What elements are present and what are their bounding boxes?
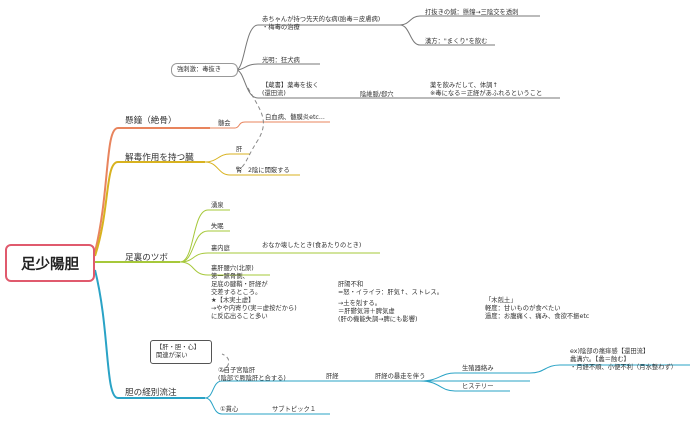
route-heart-text[interactable]: ①貫心: [220, 406, 239, 413]
liver-yang-line-5: (肝の機能失調→脾にも影響): [338, 316, 418, 323]
kanyo-line-3: 交差するところ。: [211, 289, 262, 296]
drug-toxin-text[interactable]: 【蔵書】薬毒を抜く (還田流): [262, 82, 319, 98]
pruritus-line-1: ex)陰部の瘙痒感【還田流】: [570, 348, 650, 355]
congenital-line-2: ・梅毒の治療: [262, 24, 300, 31]
floating-topic-label: 強刺激：毒抜き: [177, 66, 222, 73]
liver-meridian-runaway-text[interactable]: 肝経の暴走を伴う: [375, 373, 426, 380]
liver-meridian-text[interactable]: 肝経: [326, 373, 339, 380]
wood-earth-line-2: 軽度：甘いものが食べたい: [485, 305, 561, 312]
kanyo-point-text[interactable]: 裏肝腰穴(北原) 第一蹠骨側、 足底の腱鞘・肝経が 交差するところ。 ★【木実土…: [211, 265, 297, 321]
route-uterus-line-2: (陰部で厥陰肝と合する): [218, 375, 286, 382]
congenital-toxin-text[interactable]: 赤ちゃんが持つ先天的な病(胎毒＝皮膚病) ・梅毒の治療: [262, 16, 380, 32]
wood-earth-line-1: 「木剋土」: [485, 297, 517, 304]
yusen-text[interactable]: 湧泉: [211, 202, 224, 209]
related-organs-box[interactable]: 【肝・胆・心】 関連が深い: [150, 340, 212, 364]
congenital-line-1: 赤ちゃんが持つ先天的な病(胎毒＝皮膚病): [262, 16, 381, 23]
pruritus-line-2: 蠡溝穴。【蠡＝蝕む】: [570, 356, 630, 363]
kanyo-line-1: 第一蹠骨側、: [211, 273, 249, 280]
wood-earth-line-3: 過度：お腹痛く、痛み、食欲不振etc: [485, 313, 590, 320]
komyo-rabies-text[interactable]: 光明：狂犬病: [262, 57, 300, 64]
kanyo-line-0: 裏肝腰穴(北原): [211, 265, 254, 272]
branch-sole-points[interactable]: 足裏のツボ: [125, 253, 168, 263]
genital-text[interactable]: 生殖器絡み: [462, 365, 494, 372]
liver-yang-line-2: =怒・イライラ：肝気↑、ストレス。: [338, 289, 444, 296]
wood-earth-text[interactable]: 「木剋土」 軽度：甘いものが食べたい 過度：お腹痛く、痛み、食欲不振etc: [485, 297, 589, 321]
kanyo-line-6: に反応出ること多い: [211, 313, 268, 320]
kanpo-makuri-text[interactable]: 漢方："まくり"を飲む: [425, 38, 488, 45]
liver-yang-line-4: ＝肝鬱気滞＋脾気虚: [338, 308, 395, 315]
uranaitei-text[interactable]: 裏内庭: [211, 245, 230, 252]
hysteria-text[interactable]: ヒステリー: [462, 383, 494, 390]
kidney-text[interactable]: 腎: [236, 167, 243, 174]
route-uterus-line-1: ②自子宮陰肝: [218, 367, 256, 374]
marrow-meeting-text[interactable]: 髄会: [218, 120, 231, 127]
liver-yang-text[interactable]: 肝陽不和 =怒・イライラ：肝気↑、ストレス。 →土を剋する。 ＝肝鬱気滞＋脾気虚…: [338, 281, 443, 324]
kanyo-line-5: →やや内寄り(実＝虚按だから): [211, 305, 297, 312]
uranaitei-detail-text[interactable]: おなか壊したとき(食あたりのとき): [262, 242, 362, 249]
branch-kensho[interactable]: 懸鐘（絶骨）: [125, 116, 177, 126]
drug-toxin-line-2: (還田流): [262, 90, 286, 97]
root-topic[interactable]: 足少陽胆: [5, 244, 95, 282]
drug-effect-desc[interactable]: 薬を飲みだして、体調↑ ※毒になる＝正経があふれるということ: [430, 82, 542, 98]
subtopic-1-text[interactable]: サブトピック１: [272, 406, 317, 413]
liver-text[interactable]: 肝: [236, 146, 243, 153]
related-organs-line-1: 【肝・胆・心】: [156, 344, 201, 351]
kanyo-line-4: ★【木実土虚】: [211, 297, 255, 304]
shitsumin-text[interactable]: 失眠: [211, 223, 224, 230]
pruritus-line-3: ・月経不順、小便不利（月水整わず）: [570, 364, 678, 371]
kidney-detail-text[interactable]: 2陰に開竅する: [248, 167, 290, 174]
drug-effect-line-1: 薬を飲みだして、体調↑: [430, 82, 498, 89]
related-organs-line-2: 関連が深い: [156, 352, 188, 359]
leukemia-text[interactable]: 白血病、髄膜炎etc...: [265, 114, 325, 121]
puncture-needle-text[interactable]: 打抜きの鍼：懸鐘→三陰交を透刺: [425, 9, 519, 16]
pruritus-desc[interactable]: ex)陰部の瘙痒感【還田流】 蠡溝穴。【蠡＝蝕む】 ・月経不順、小便不利（月水整…: [570, 348, 677, 372]
branch-divergent-meridian[interactable]: 胆の経別流注: [125, 388, 177, 398]
yin-link-vessel-text[interactable]: 陰維脈/郄穴: [360, 91, 394, 98]
kanyo-line-2: 足底の腱鞘・肝経が: [211, 281, 268, 288]
drug-effect-line-2: ※毒になる＝正経があふれるということ: [430, 90, 543, 97]
liver-yang-line-3: →土を剋する。: [338, 300, 382, 307]
branch-detox-organ[interactable]: 解毒作用を持つ臓: [125, 153, 194, 163]
drug-toxin-line-1: 【蔵書】薬毒を抜く: [262, 82, 319, 89]
route-uterus-text[interactable]: ②自子宮陰肝 (陰部で厥陰肝と合する): [218, 367, 286, 383]
floating-topic-detox[interactable]: 強刺激：毒抜き: [171, 63, 238, 77]
liver-yang-line-1: 肝陽不和: [338, 281, 364, 288]
